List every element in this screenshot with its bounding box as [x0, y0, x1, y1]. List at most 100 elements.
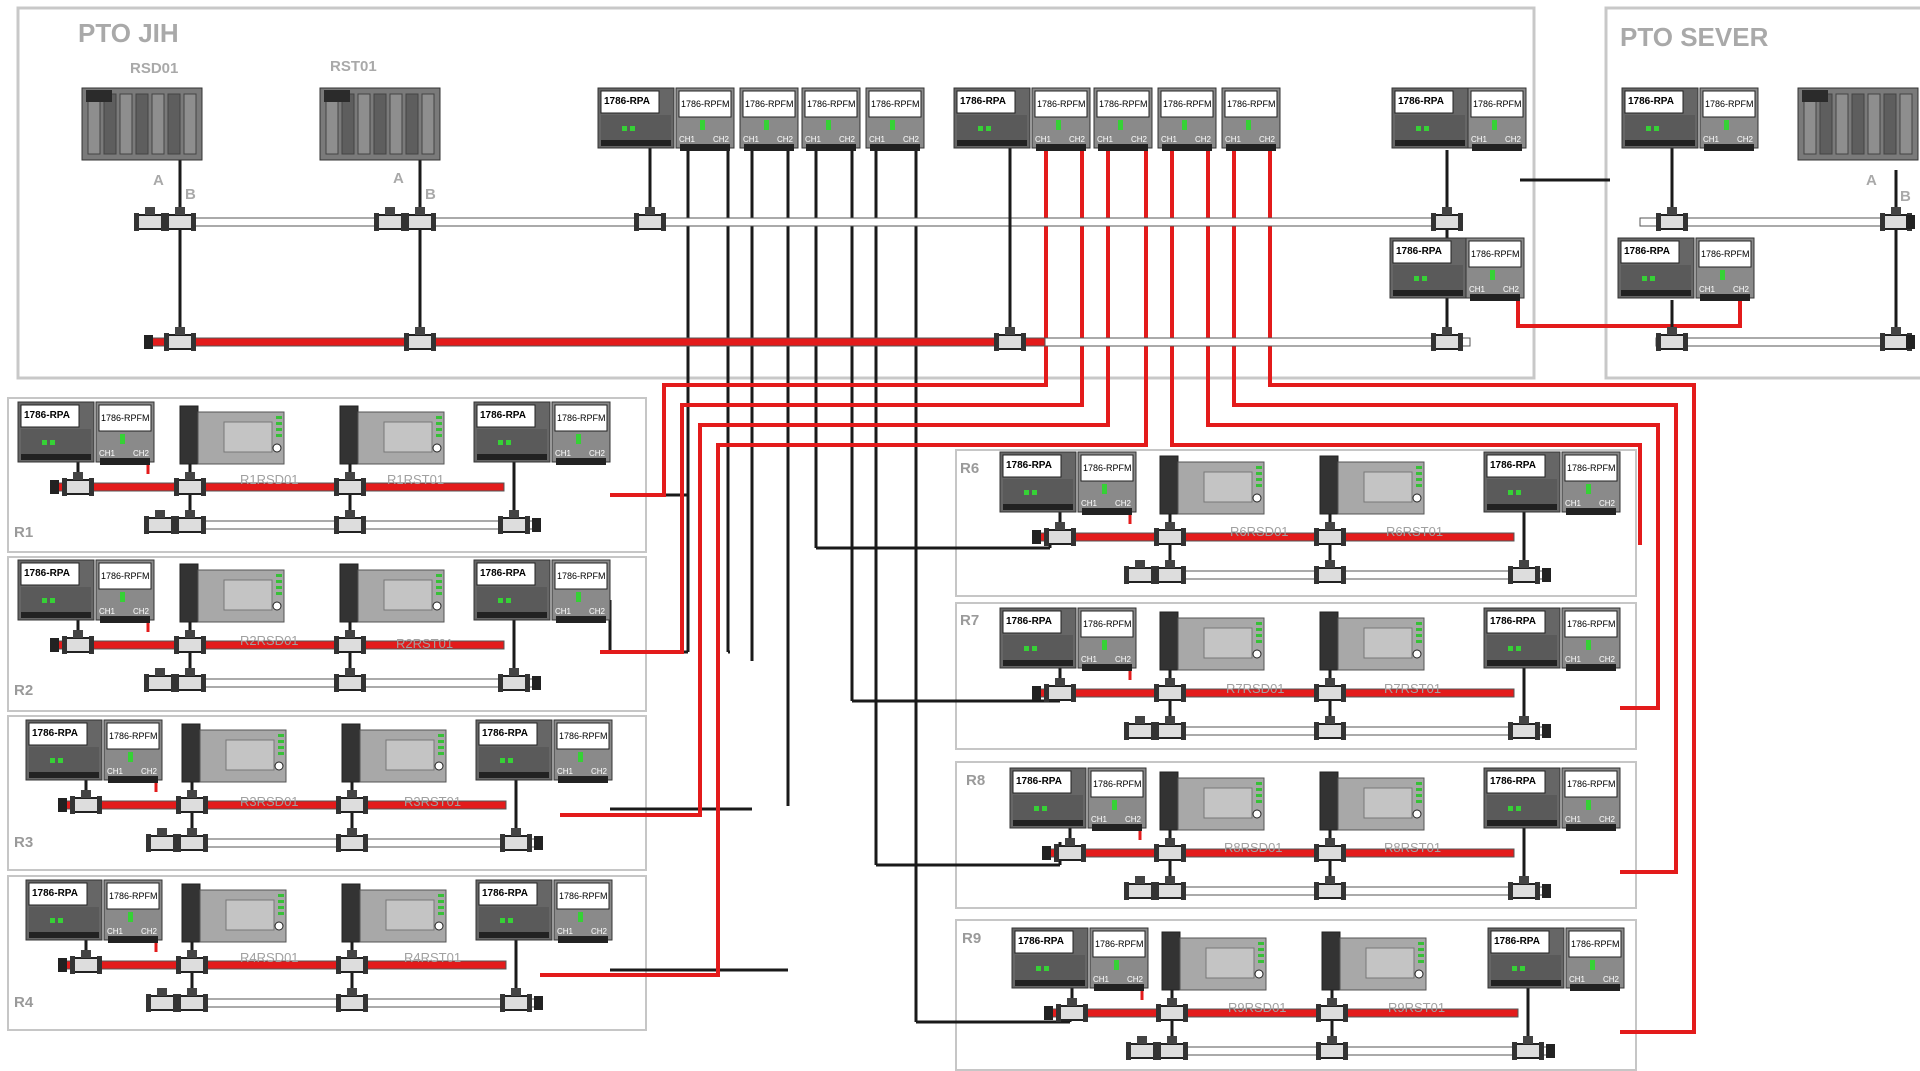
tap-connector-icon [144, 510, 176, 534]
tap-body [150, 996, 174, 1010]
tap-body [168, 215, 192, 229]
module-base [806, 144, 856, 151]
tap-body [1158, 846, 1182, 860]
module-name-text: 1786-RPA [1016, 776, 1062, 787]
io-led-icon [1256, 640, 1262, 643]
io-knob-icon [273, 602, 281, 610]
io-adapter [340, 564, 358, 622]
tap-end [89, 478, 94, 496]
module-base [1487, 660, 1557, 666]
tap-connector-icon [62, 630, 94, 654]
tap-drop [1005, 327, 1015, 335]
io-led-icon [1256, 634, 1262, 637]
node-label: R6RSD01 [1230, 524, 1289, 539]
channel-text: CH2 [1127, 975, 1144, 984]
io-display [226, 900, 274, 930]
node-label: R1RSD01 [240, 472, 299, 487]
module-base [1094, 984, 1144, 991]
tap-connector-icon [1314, 876, 1346, 900]
tap-end [374, 213, 379, 231]
node-label: R4RSD01 [240, 950, 299, 965]
tap-drop [81, 950, 91, 958]
tap-drop [511, 988, 521, 996]
io-node-module [180, 406, 284, 464]
tap-drop [1055, 678, 1065, 686]
tap-end [146, 994, 151, 1012]
tap-end [1154, 684, 1159, 702]
io-display [224, 422, 272, 452]
tap-body [502, 676, 526, 690]
module-base [1570, 984, 1620, 991]
tap-connector-icon [336, 828, 368, 852]
io-led-icon [278, 752, 284, 755]
tap-end [1431, 333, 1436, 351]
tap-connector-icon [1154, 716, 1186, 740]
tap-end [1508, 722, 1513, 740]
tap-end [70, 956, 75, 974]
tap-end [336, 956, 341, 974]
tap-drop [185, 630, 195, 638]
tap-end [994, 333, 999, 351]
chassis-slot [406, 94, 418, 154]
io-led-icon [1418, 948, 1424, 951]
channel-text: CH2 [839, 135, 856, 144]
channel-text: CH1 [1035, 135, 1052, 144]
io-adapter [180, 406, 198, 464]
tap-connector-icon [336, 988, 368, 1012]
tap-drop [345, 510, 355, 518]
status-led-icon [1414, 276, 1419, 281]
tap-connector-icon [176, 790, 208, 814]
tap-body [1130, 1044, 1154, 1058]
chassis-header [324, 90, 350, 102]
module-name-text: 1786-RPA [1490, 776, 1536, 787]
tap-body [74, 958, 98, 972]
tap-connector-icon [1314, 560, 1346, 584]
io-node-module [342, 884, 446, 942]
rpfm-fiber-module: 1786-RPFMCH1CH2 [802, 88, 860, 151]
terminator-icon [1546, 1044, 1555, 1058]
tap-end [176, 956, 181, 974]
channel-text: CH1 [1161, 135, 1178, 144]
tap-drop [187, 790, 197, 798]
tap-body [340, 836, 364, 850]
node-label: R2RSD01 [240, 633, 299, 648]
tap-end [174, 478, 179, 496]
tap-end [1341, 528, 1346, 546]
status-led-icon [1512, 966, 1517, 971]
tap-end [174, 636, 179, 654]
terminator-icon [1906, 215, 1915, 229]
rpfm-fiber-module: 1786-RPFMCH1CH2 [1090, 928, 1148, 991]
tap-connector-icon [1126, 1036, 1158, 1060]
tap-connector-icon [70, 790, 102, 814]
tap-end [1683, 213, 1688, 231]
tap-end [527, 994, 532, 1012]
rpa-adapter-module: 1786-RPA [1622, 88, 1698, 148]
rpa-adapter-module: 1786-RPA [1392, 88, 1468, 148]
chassis-slot [1900, 94, 1912, 154]
status-led-icon [42, 598, 47, 603]
io-knob-icon [1413, 810, 1421, 818]
chassis-header [86, 90, 112, 102]
tap-end [1044, 528, 1049, 546]
io-led-icon [438, 912, 444, 915]
io-led-icon [1418, 954, 1424, 957]
tap-end [1316, 1042, 1321, 1060]
tap-connector-icon [1314, 716, 1346, 740]
tap-body [1128, 568, 1152, 582]
tap-end [363, 994, 368, 1012]
tap-connector-icon [334, 510, 366, 534]
tap-end [1341, 882, 1346, 900]
status-led-icon [622, 126, 627, 131]
tap-end [164, 333, 169, 351]
status-led-icon [128, 752, 133, 762]
tap-end [203, 994, 208, 1012]
tap-end [1183, 1004, 1188, 1022]
io-led-icon [1258, 954, 1264, 957]
tap-connector-icon [164, 207, 196, 231]
tap-end [1508, 882, 1513, 900]
tap-end [201, 674, 206, 692]
tap-body [1884, 335, 1908, 349]
status-led-icon [826, 120, 831, 130]
node-label: R9RST01 [1388, 1000, 1445, 1015]
